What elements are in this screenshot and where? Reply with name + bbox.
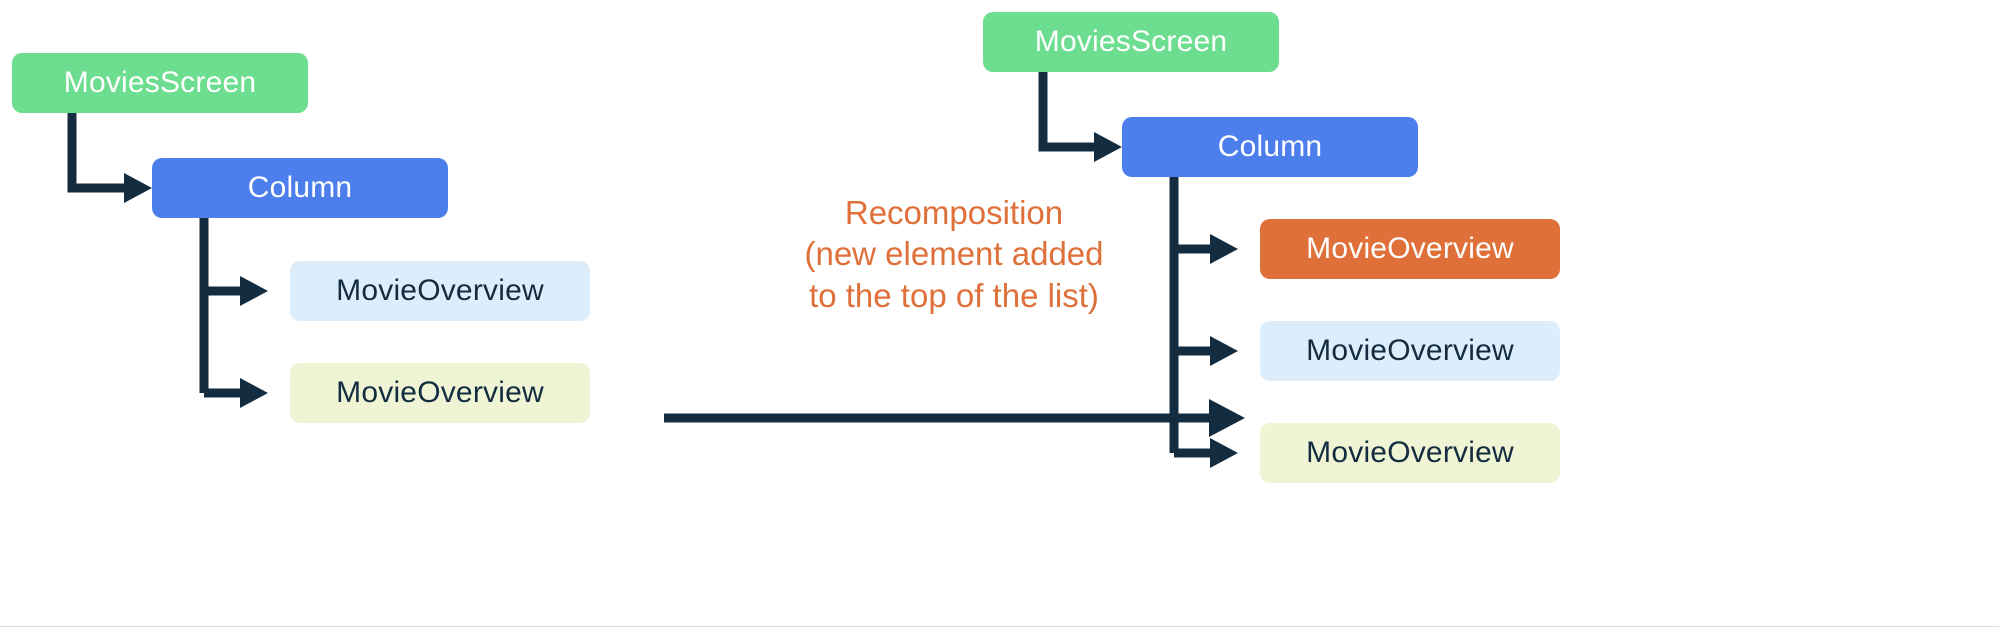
recomposition-caption-line-2: (new element added xyxy=(804,235,1104,273)
left-node-column-label: Column xyxy=(247,171,353,204)
right-node-movie-overview-2[interactable]: MovieOverview xyxy=(1260,321,1560,381)
bottom-divider xyxy=(0,626,1999,627)
recomposition-caption-line-3: to the top of the list) xyxy=(809,276,1099,314)
wire-right-root-to-column xyxy=(1038,72,1122,162)
left-node-movies-screen[interactable]: MoviesScreen xyxy=(12,53,308,113)
right-node-movie-overview-1[interactable]: MovieOverview xyxy=(1260,219,1560,279)
right-node-movies-screen-label: MoviesScreen xyxy=(1034,25,1228,58)
recomposition-caption: Recomposition (new element added to the … xyxy=(664,192,1244,316)
right-node-column[interactable]: Column xyxy=(1122,117,1418,177)
left-node-column[interactable]: Column xyxy=(152,158,448,218)
right-node-movie-overview-2-label: MovieOverview xyxy=(1306,334,1514,367)
wire-recomposition-arrow xyxy=(664,399,1245,437)
right-node-movie-overview-1-label: MovieOverview xyxy=(1306,232,1514,265)
left-node-movies-screen-label: MoviesScreen xyxy=(63,66,257,99)
right-node-column-label: Column xyxy=(1217,130,1323,163)
left-node-movie-overview-1[interactable]: MovieOverview xyxy=(290,261,590,321)
wire-left-column-trunk xyxy=(199,218,268,408)
right-node-movie-overview-3-label: MovieOverview xyxy=(1306,436,1514,469)
left-node-movie-overview-2-label: MovieOverview xyxy=(336,376,544,409)
wire-left-root-to-column xyxy=(67,113,152,203)
left-node-movie-overview-1-label: MovieOverview xyxy=(336,274,544,307)
right-node-movie-overview-3[interactable]: MovieOverview xyxy=(1260,423,1560,483)
left-node-movie-overview-2[interactable]: MovieOverview xyxy=(290,363,590,423)
recomposition-caption-line-1: Recomposition xyxy=(844,194,1064,231)
right-node-movies-screen[interactable]: MoviesScreen xyxy=(983,12,1279,72)
